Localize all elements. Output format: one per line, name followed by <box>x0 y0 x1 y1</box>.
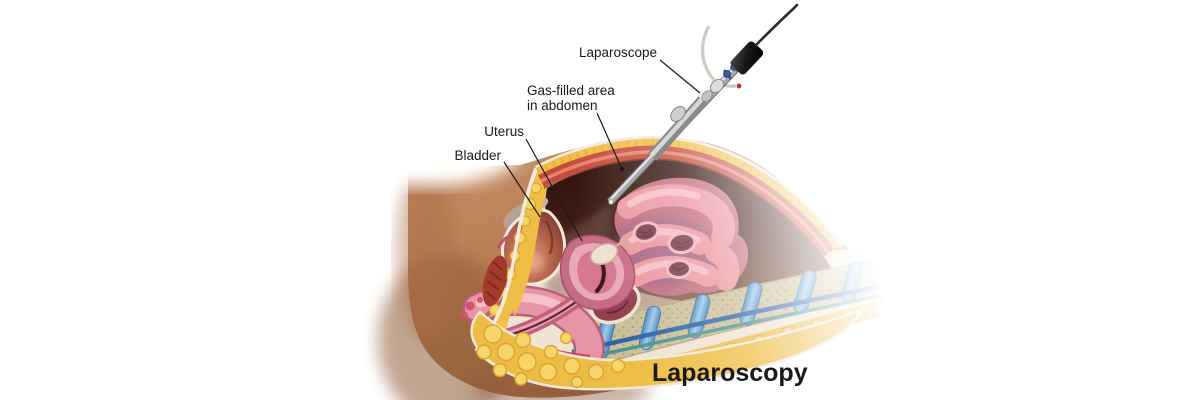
leader-gas-dot <box>620 167 624 171</box>
skin-shading-left <box>397 160 453 340</box>
light-cable-connector <box>736 83 742 89</box>
leader-laparoscope <box>659 59 701 94</box>
scope-tip <box>608 199 614 205</box>
label-gas-filled-line2: in abdomen <box>527 98 598 113</box>
label-laparoscope: Laparoscope <box>579 45 657 60</box>
laparoscope-instrument <box>607 3 799 205</box>
camera-head <box>730 41 764 75</box>
scope-collar <box>709 78 725 94</box>
leader-uterus <box>525 138 583 242</box>
leader-bladder <box>503 161 541 218</box>
trocar-sleeve <box>647 96 708 161</box>
diagram-title: Laparoscopy <box>652 359 808 387</box>
perineal-detail <box>460 297 483 326</box>
pelvic-muscle <box>482 255 508 307</box>
leader-gas-filled <box>596 112 622 168</box>
right-white-fade <box>560 120 1200 400</box>
annotation-layer: Laparoscope Gas-filled area in abdomen U… <box>454 45 807 387</box>
topleft-white-fade <box>333 110 523 186</box>
scope-collar-lower <box>701 90 713 102</box>
label-gas-filled-line1: Gas-filled area <box>527 83 615 98</box>
label-bladder: Bladder <box>454 148 501 163</box>
camera-cable <box>754 3 799 47</box>
label-uterus: Uterus <box>484 124 524 139</box>
light-cable <box>701 25 737 88</box>
